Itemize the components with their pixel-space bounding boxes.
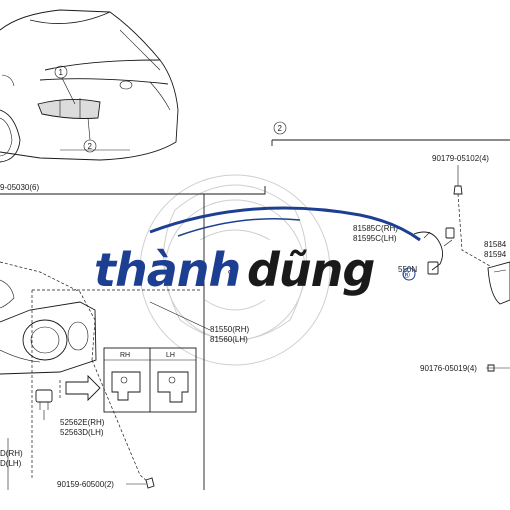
part-90159-60500: 90159-60500(2) xyxy=(57,480,114,489)
callout-1-label: 1 xyxy=(59,68,64,77)
logo-registered-mark: ® xyxy=(402,271,411,281)
part-90176-05019: 90176-05019(4) xyxy=(420,364,477,373)
tail-lamp-assembly xyxy=(0,261,211,483)
part-90179-05030: 9-05030(6) xyxy=(0,183,39,192)
part-90179-05102: 90179-05102(4) xyxy=(432,154,489,163)
bolt-90159 xyxy=(126,477,155,489)
part-81595c: 81595C(LH) xyxy=(353,234,397,243)
part-81585c: 81585C(RH) xyxy=(353,224,398,233)
rh-lh-inset: RH LH xyxy=(103,347,197,413)
left-group-frame: 9-05030(6) xyxy=(0,183,266,490)
part-96: 96 xyxy=(228,269,237,278)
part-81584: 81584 xyxy=(484,240,507,249)
socket-part xyxy=(7,374,101,490)
part-52563d: 52563D(LH) xyxy=(60,428,104,437)
callout-1: 1 xyxy=(54,65,76,105)
inset-rh-label: RH xyxy=(120,352,130,359)
part-81560: 81560(LH) xyxy=(210,335,248,344)
part-d-rh: D(RH) xyxy=(0,449,23,458)
logo-text-part2: dũng xyxy=(247,243,374,297)
right-section-parts: 90179-05102(4) 81585C(RH) 81595C(LH) 550… xyxy=(353,154,510,373)
part-81594: 81594 xyxy=(484,250,507,259)
car-rear-illustration xyxy=(0,9,179,163)
callout-2: 2 xyxy=(83,117,97,153)
part-52562e: 52562E(RH) xyxy=(60,418,105,427)
logo-text-part1: thành xyxy=(94,243,240,297)
watermark-emblem xyxy=(139,174,331,366)
part-550n: 550N xyxy=(398,265,417,274)
callout-2-label: 2 xyxy=(88,142,93,151)
section-2-label: 2 xyxy=(278,124,283,133)
brand-logo: thành dũng ® xyxy=(94,206,421,297)
part-d-lh: D(LH) xyxy=(0,459,22,468)
inset-lh-label: LH xyxy=(166,352,175,359)
section-2-header: 2 xyxy=(271,121,510,146)
part-81550: 81550(RH) xyxy=(210,325,249,334)
